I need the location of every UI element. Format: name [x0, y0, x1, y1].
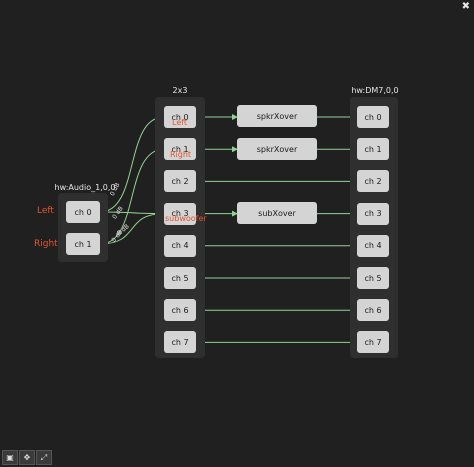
mixer-ch6[interactable]: ch 6 [164, 299, 196, 322]
wire-source-mixer-3 [99, 210, 165, 245]
mixer-ch0[interactable]: ch 0 [164, 106, 196, 128]
sink-ch5[interactable]: ch 5 [357, 267, 389, 289]
source-label-right: Right [34, 239, 58, 249]
move-icon[interactable]: ✥ [19, 450, 35, 465]
mixer-ch4[interactable]: ch 4 [164, 234, 196, 257]
mixer-name-left: Left [172, 118, 188, 127]
mixer-name-right: Right [170, 150, 192, 159]
mixer-ch5[interactable]: ch 5 [164, 267, 196, 289]
sink-ch3[interactable]: ch 3 [357, 202, 389, 225]
sink-ch7[interactable]: ch 7 [357, 331, 389, 354]
source-title: hw:Audio_1,0,0 [54, 183, 116, 192]
mixer-name-subwoofer: subwoofer [165, 214, 207, 223]
source-ch1[interactable]: ch 1 [66, 233, 100, 255]
wire-source-mixer-1 [99, 210, 165, 217]
wire-source-mixer-0 [99, 114, 165, 213]
close-icon[interactable]: ✖ [461, 1, 470, 12]
mixer-ch7[interactable]: ch 7 [164, 331, 196, 354]
filter-subxover[interactable]: subXover [237, 202, 317, 224]
mixer-ch3[interactable]: ch 3 [164, 202, 196, 225]
sink-ch2[interactable]: ch 2 [357, 170, 389, 193]
sink-ch6[interactable]: ch 6 [357, 299, 389, 322]
mixer-ch1[interactable]: ch 1 [164, 138, 196, 161]
expand-icon[interactable]: ⤢ [36, 450, 52, 465]
mixer-ch2[interactable]: ch 2 [164, 170, 196, 193]
sink-ch1[interactable]: ch 1 [357, 138, 389, 161]
image-icon[interactable]: ▣ [2, 450, 18, 465]
wire-source-mixer-2 [99, 146, 165, 245]
mixer-title: 2x3 [172, 86, 188, 95]
bottom-toolbar: ▣ ✥ ⤢ [2, 450, 52, 465]
source-ch0[interactable]: ch 0 [66, 201, 100, 223]
filter-spkrxover-2[interactable]: spkrXover [237, 138, 317, 160]
source-label-left: Left [37, 206, 54, 216]
sink-title: hw:DM7,0,0 [351, 86, 399, 95]
filter-spkrxover-1[interactable]: spkrXover [237, 105, 317, 127]
sink-ch4[interactable]: ch 4 [357, 234, 389, 257]
sink-ch0[interactable]: ch 0 [357, 106, 389, 128]
